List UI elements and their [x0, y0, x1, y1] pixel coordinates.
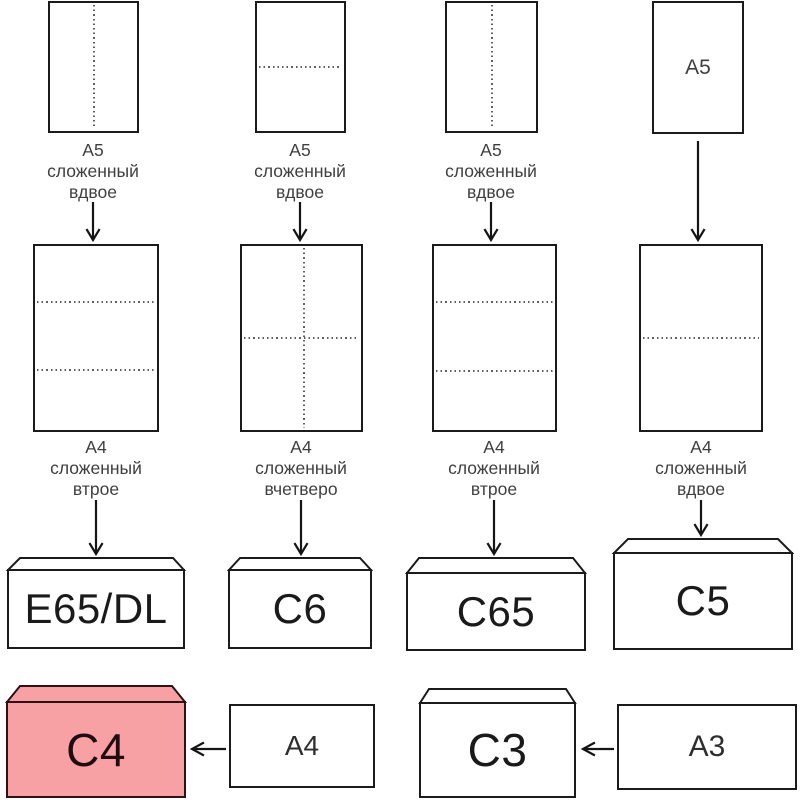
- envelope-shape: [611, 538, 795, 650]
- caption-a5-folded: А5 сложенный вдвое: [225, 140, 375, 203]
- sheet-size-label: А4: [284, 730, 320, 761]
- fold-line-horizontal: [259, 66, 342, 68]
- envelope-size-label: C4: [66, 723, 126, 776]
- fold-line-horizontal: [37, 301, 155, 303]
- a4-sheet-fold-thirds: [33, 244, 159, 432]
- caption-line: сложенный: [254, 161, 346, 181]
- arrow-left-icon: [580, 741, 614, 757]
- envelope-size-label: C6: [272, 585, 328, 632]
- arrow-down-icon: [483, 202, 499, 242]
- envelope-c5: C5: [611, 538, 795, 650]
- caption-a5-folded: А5 сложенный вдвое: [416, 140, 566, 203]
- caption-line: А4: [483, 437, 505, 457]
- a4-sheet-fold-half: [639, 244, 763, 432]
- envelope-size-label: C65: [456, 587, 536, 635]
- caption-line: вчетверо: [264, 479, 338, 499]
- sheet-size-label: А5: [685, 55, 711, 79]
- envelope-c3: C3: [418, 688, 577, 798]
- fold-line-horizontal: [643, 337, 759, 339]
- a4-sheet-fold-thirds: [432, 244, 557, 432]
- a5-sheet-fold-horizontal: [255, 1, 346, 133]
- arrow-left-icon: [189, 741, 226, 757]
- envelope-shape: [5, 557, 187, 649]
- caption-line: А5: [82, 140, 104, 160]
- envelope-shape: [404, 557, 588, 651]
- fold-line-horizontal: [436, 301, 553, 303]
- arrow-down-icon: [85, 202, 101, 242]
- caption-a5-folded: А5 сложенный вдвое: [18, 140, 168, 203]
- envelope-c4-highlighted: C4: [4, 685, 188, 798]
- caption-line: А5: [480, 140, 502, 160]
- a5-sheet-fold-vertical: [445, 1, 538, 133]
- caption-line: А5: [289, 140, 311, 160]
- fold-line-vertical: [92, 5, 95, 129]
- envelope-shape: [4, 685, 188, 798]
- fold-line-horizontal: [37, 369, 155, 371]
- caption-line: сложенный: [50, 458, 142, 478]
- envelope-size-label: E65/DL: [24, 585, 168, 632]
- caption-a4-folded: А4 сложенный втрое: [21, 437, 171, 500]
- arrow-down-icon: [88, 500, 104, 556]
- sheet-size-label: А3: [688, 730, 726, 763]
- envelope-shape: [418, 688, 577, 798]
- caption-line: сложенный: [445, 161, 537, 181]
- arrow-down-icon: [693, 500, 709, 537]
- envelope-c6: C6: [226, 557, 374, 649]
- caption-line: втрое: [470, 479, 518, 499]
- caption-line: сложенный: [255, 458, 347, 478]
- caption-a4-folded: А4 сложенный вчетверо: [226, 437, 376, 500]
- caption-line: вдвое: [69, 182, 117, 202]
- a4-sheet-landscape: А4: [229, 704, 375, 788]
- envelope-c65: C65: [404, 557, 588, 651]
- a3-sheet-landscape: А3: [617, 704, 797, 790]
- a5-sheet-fold-vertical: [48, 1, 139, 133]
- envelope-size-label: C3: [467, 724, 528, 776]
- envelope-shape: [226, 557, 374, 649]
- caption-line: втрое: [72, 479, 120, 499]
- caption-line: сложенный: [448, 458, 540, 478]
- arrow-down-icon: [293, 500, 309, 556]
- arrow-down-icon: [486, 500, 502, 556]
- envelope-size-label: C5: [675, 577, 731, 624]
- fold-line-vertical: [490, 5, 493, 129]
- caption-line: сложенный: [655, 458, 747, 478]
- arrow-down-icon: [292, 202, 308, 242]
- envelope-e65-dl: E65/DL: [5, 557, 187, 649]
- caption-line: вдвое: [276, 182, 324, 202]
- caption-line: А4: [690, 437, 712, 457]
- a4-sheet-fold-quarters: [240, 244, 363, 432]
- caption-a4-folded: А4 сложенный втрое: [419, 437, 569, 500]
- a5-sheet-plain: А5: [652, 1, 744, 134]
- arrow-down-icon: [690, 141, 706, 242]
- fold-line-horizontal: [436, 370, 553, 372]
- caption-line: вдвое: [467, 182, 515, 202]
- fold-line-horizontal: [244, 337, 359, 339]
- caption-a4-folded: А4 сложенный вдвое: [626, 437, 776, 500]
- caption-line: сложенный: [47, 161, 139, 181]
- caption-line: А4: [85, 437, 107, 457]
- caption-line: вдвое: [677, 479, 725, 499]
- caption-line: А4: [290, 437, 312, 457]
